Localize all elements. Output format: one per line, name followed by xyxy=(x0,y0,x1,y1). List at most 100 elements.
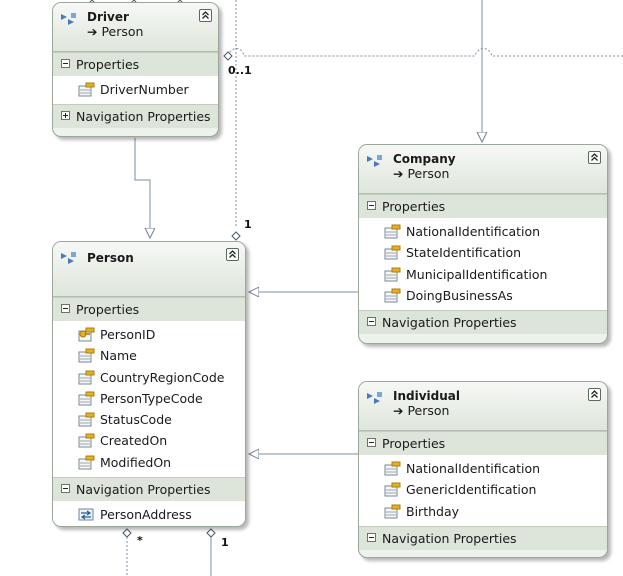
entity-name: Individual xyxy=(393,389,460,403)
collapse-button[interactable] xyxy=(199,9,212,22)
collapse-icon[interactable] xyxy=(61,484,70,494)
navigation-item[interactable]: PersonAddress xyxy=(53,504,245,525)
property-icon xyxy=(78,412,95,427)
navigation-property-icon xyxy=(78,508,94,521)
navigation-section-header[interactable]: Navigation Properties xyxy=(53,104,218,129)
section-label: Navigation Properties xyxy=(382,530,517,546)
property-name: PersonTypeCode xyxy=(100,390,203,406)
properties-section-header[interactable]: Properties xyxy=(53,52,218,76)
property-item[interactable]: PersonTypeCode xyxy=(53,388,245,409)
property-name: PersonID xyxy=(100,327,156,342)
entity-type-icon xyxy=(367,392,382,404)
entity-name: Company xyxy=(393,152,456,166)
entity-base-type: ➔ Person xyxy=(393,166,450,181)
property-icon xyxy=(384,504,401,519)
double-chevron-up-icon xyxy=(202,11,209,19)
multiplicity-person-bottom-one: 1 xyxy=(221,536,229,549)
property-name: GenericIdentification xyxy=(406,482,537,498)
entity-company[interactable]: Company ➔ Person Properties NationalIden… xyxy=(358,144,608,344)
section-label: Navigation Properties xyxy=(76,109,211,125)
property-name: StatusCode xyxy=(100,412,172,428)
section-label: Properties xyxy=(76,302,140,317)
entity-person[interactable]: Person Properties PersonID N xyxy=(52,241,246,527)
property-item[interactable]: StateIdentification xyxy=(359,242,607,263)
collapse-icon[interactable] xyxy=(61,59,70,68)
double-chevron-up-icon xyxy=(591,390,598,398)
property-item[interactable]: Birthday xyxy=(359,501,607,522)
property-name: Birthday xyxy=(406,503,460,519)
inheritance-driver-person[interactable] xyxy=(134,138,150,238)
navigation-name: PersonAddress xyxy=(100,507,192,523)
entity-base-type: ➔ Person xyxy=(87,24,144,39)
property-name: DriverNumber xyxy=(100,82,189,97)
association-driver-person[interactable] xyxy=(227,48,623,57)
property-item[interactable]: ModifiedOn xyxy=(53,452,245,473)
collapse-icon[interactable] xyxy=(61,304,70,313)
property-item[interactable]: StatusCode xyxy=(53,409,245,430)
property-icon xyxy=(78,455,95,470)
collapse-icon[interactable] xyxy=(367,438,376,447)
properties-section-header[interactable]: Properties xyxy=(359,431,607,455)
entity-name: Driver xyxy=(87,10,129,24)
association-end-diamond xyxy=(231,231,241,241)
navigation-section-header[interactable]: Navigation Properties xyxy=(359,310,607,335)
association-end-diamond xyxy=(122,528,132,538)
property-icon xyxy=(78,391,95,406)
property-item[interactable]: Name xyxy=(53,345,245,366)
multiplicity-driver: 0..1 xyxy=(228,64,252,77)
property-item[interactable]: NationalIdentification xyxy=(359,458,607,479)
property-icon xyxy=(78,82,95,97)
entity-type-icon xyxy=(367,155,382,167)
property-name: NationalIdentification xyxy=(406,461,541,476)
navigation-section-header[interactable]: Navigation Properties xyxy=(53,477,245,502)
collapse-icon[interactable] xyxy=(367,532,376,542)
expand-icon[interactable] xyxy=(61,111,70,121)
property-item[interactable]: DoingBusinessAs xyxy=(359,285,607,306)
navigation-list: PersonAddress xyxy=(53,501,245,526)
entity-individual[interactable]: Individual ➔ Person Properties NationalI… xyxy=(358,381,608,558)
property-icon xyxy=(384,461,401,476)
entity-header[interactable]: Driver ➔ Person xyxy=(53,3,218,52)
association-end-diamond xyxy=(206,528,216,538)
property-icon xyxy=(384,267,401,282)
property-item[interactable]: CreatedOn xyxy=(53,430,245,451)
property-icon xyxy=(384,224,401,239)
property-item[interactable]: CountryRegionCode xyxy=(53,367,245,388)
property-item[interactable]: PersonID xyxy=(53,324,245,345)
property-name: CreatedOn xyxy=(100,433,168,449)
property-icon xyxy=(384,245,401,260)
entity-header[interactable]: Person xyxy=(53,242,245,297)
entity-type-icon xyxy=(61,252,76,264)
property-name: NationalIdentification xyxy=(406,224,541,239)
property-name: Name xyxy=(100,348,137,364)
property-icon xyxy=(384,288,401,303)
collapse-button[interactable] xyxy=(226,248,239,261)
property-icon xyxy=(78,433,95,448)
entity-header[interactable]: Company ➔ Person xyxy=(359,145,607,194)
property-item[interactable]: MunicipalIdentification xyxy=(359,264,607,285)
entity-driver[interactable]: Driver ➔ Person Properties DriverNumber … xyxy=(52,2,219,137)
collapse-icon[interactable] xyxy=(367,317,376,327)
property-item[interactable]: DriverNumber xyxy=(53,79,218,100)
property-name: DoingBusinessAs xyxy=(406,287,513,303)
collapse-button[interactable] xyxy=(588,388,601,401)
navigation-section-header[interactable]: Navigation Properties xyxy=(359,525,607,550)
section-label: Properties xyxy=(382,199,446,214)
entity-header[interactable]: Individual ➔ Person xyxy=(359,382,607,431)
collapse-icon[interactable] xyxy=(367,201,376,210)
properties-section-header[interactable]: Properties xyxy=(359,194,607,218)
collapse-button[interactable] xyxy=(588,151,601,164)
property-icon xyxy=(78,348,95,363)
entity-name: Person xyxy=(87,251,134,265)
property-icon xyxy=(384,482,401,497)
property-item[interactable]: NationalIdentification xyxy=(359,221,607,242)
association-end-diamond xyxy=(223,51,233,61)
double-chevron-up-icon xyxy=(229,250,236,258)
property-name: CountryRegionCode xyxy=(100,369,225,385)
property-item[interactable]: GenericIdentification xyxy=(359,479,607,500)
entity-base-type: ➔ Person xyxy=(393,403,450,418)
property-name: StateIdentification xyxy=(406,245,522,261)
property-name: MunicipalIdentification xyxy=(406,266,548,282)
properties-section-header[interactable]: Properties xyxy=(53,297,245,321)
section-label: Properties xyxy=(76,57,140,72)
